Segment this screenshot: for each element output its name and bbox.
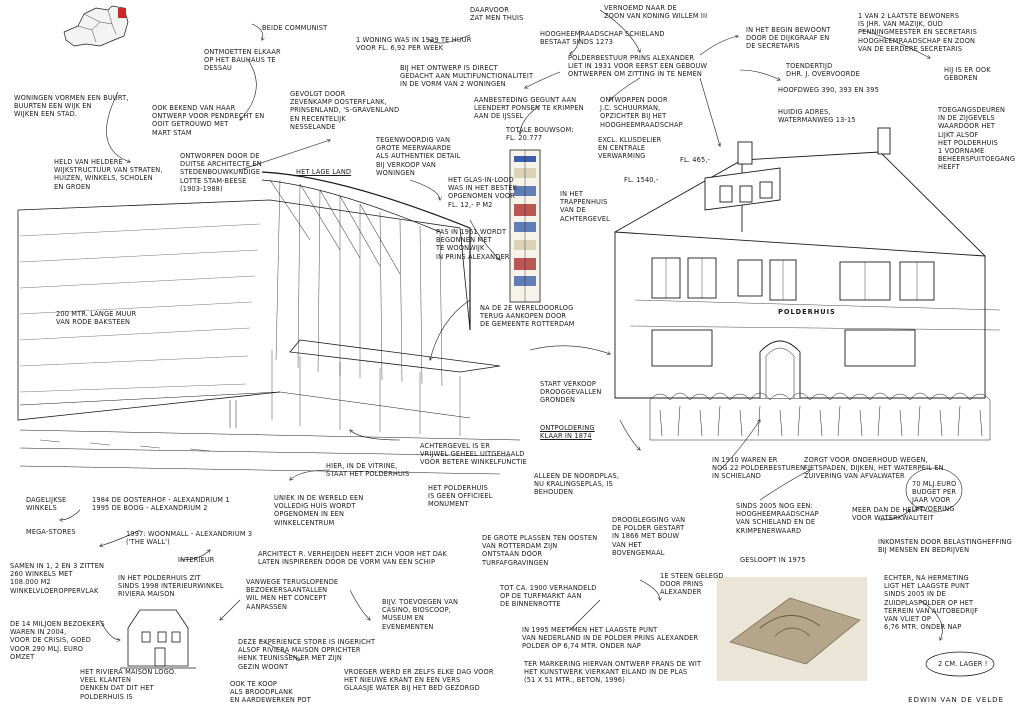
note-alexandrium-1-2: 1984 DE OOSTERHOF - ALEXANDRIUM 1 1995 D… [92, 496, 230, 513]
note-geen-monument: HET POLDERHUIS IS GEEN OFFICIEEL MONUMEN… [428, 484, 493, 509]
note-rent-1939: 1 WONING WAS IN 1939 TE HUUR VOOR FL. 6,… [356, 36, 472, 53]
note-kralingseplas: ALLEEN DE NOORDPLAS, NU KRALINGSEPLAS, I… [534, 472, 620, 497]
note-lotte-stam-beese: ONTWORPEN DOOR DE DUITSE ARCHITECTE EN S… [180, 152, 262, 193]
note-broodplank: OOK TE KOOP ALS BROODPLANK EN AARDEWERKE… [230, 680, 311, 705]
note-interieur: INTERIEUR [178, 556, 215, 564]
note-dagelijkse-winkels: DAGELIJKSE WINKELS [26, 496, 67, 513]
note-mega-stores: MEGA-STORES [26, 528, 76, 536]
note-hoofdweg: HOOFDWEG 390, 393 EN 395 [778, 86, 879, 94]
note-alexandrium-3: 1997: WOONMALL - ALEXANDRIUM 3 ('THE WAL… [126, 530, 253, 547]
sculpture-photo [717, 577, 867, 681]
note-experience-store: DEZE EXPERIENCE STORE IS INGERICHT ALSOF… [238, 638, 376, 671]
note-belasting: INKOMSTEN DOOR BELASTINGHEFFING BIJ MENS… [878, 538, 1012, 555]
note-riviera-maison: IN HET POLDERHUIS ZIT SINDS 1998 INTERIE… [118, 574, 224, 599]
note-14-miljoen: DE 14 MILJOEN BEZOEKERS WAREN IN 2004, V… [10, 620, 105, 661]
note-trappenhuis: IN HET TRAPPENHUIS VAN DE ACHTERGEVEL [560, 190, 611, 223]
note-logo: HET RIVIERA MAISON LOGO. VEEL KLANTEN DE… [80, 668, 177, 701]
stained-glass-sketch [509, 149, 541, 303]
note-buurt-wijk-stad: WONINGEN VORMEN EEN BUURT, BUURTEN EEN W… [14, 94, 129, 119]
locator-map [63, 5, 129, 47]
note-last-residents: 1 VAN 2 LAATSTE BEWONERS IS JHR. VAN MAZ… [858, 12, 977, 53]
note-ontpoldering: ONTPOLDERING KLAAR IN 1874 [540, 424, 595, 441]
note-excl: EXCL. KLUSDELIER EN CENTRALE VERWARMING [598, 136, 662, 161]
note-22-polderbesturen: IN 1910 WAREN ER NOG 22 POLDERBESTUREN I… [712, 456, 806, 481]
note-dijkgraaf: IN HET BEGIN BEWOONT DOOR DE DIJKGRAAF E… [746, 26, 831, 51]
location-marker [118, 8, 126, 18]
note-schuurman: ONTWORPEN DOOR J.C. SCHUURMAN, OPZICHTER… [600, 96, 683, 129]
note-lage-land: HET LAGE LAND [296, 168, 352, 176]
note-start-verkoop: START VERKOOP DROOGGEVALLEN GRONDEN [540, 380, 602, 405]
note-overvoorde: TOENDERTIJD DHR. J. OVERVOORDE [786, 62, 860, 79]
note-ww2: NA DE 2E WERELDOORLOG TERUG AANKOPEN DOO… [480, 304, 575, 329]
note-pendrecht: OOK BEKEND VAN HAAR ONTWERP VOOR PENDREC… [152, 104, 265, 137]
alexandrium-sketch [17, 171, 521, 475]
note-laagste-punt: IN 1995 MEET MEN HET LAAGSTE PUNT VAN NE… [522, 626, 699, 651]
note-uniek: UNIEK IN DE WERELD EEN VOLLEDIG HUIS WOR… [274, 494, 364, 527]
note-gesloopt: GESLOOPT IN 1975 [740, 556, 806, 564]
note-vierkant-eiland: TER MARKERING HIERVAN ONTWERP FRANS DE W… [524, 660, 702, 685]
note-glas-in-lood: HET GLAS-IN-LOOD WAS IN HET BESTEK OPGEN… [448, 176, 518, 209]
note-turfafgravingen: DE GROTE PLASSEN TEN OOSTEN VAN ROTTERDA… [482, 534, 598, 567]
note-70-mlj: 70 MLJ.EURO BUDGET PER JAAR VOOR UITVOER… [912, 480, 957, 513]
note-turfmarkt: TOT CA. 1900 VERHANDELD OP DE TURFMARKT … [500, 584, 597, 609]
note-fl-465: FL. 465,- [680, 156, 711, 164]
note-aanbesteding: AANBESTEDING GEGUNT AAN LEENDERT PONSEN … [474, 96, 584, 121]
note-achtergevel: ACHTERGEVEL IS ER VRIJWEL GEHEEL UITGEHA… [420, 442, 527, 467]
riviera-maison-logo-sketch [120, 609, 196, 669]
note-zuidplaspolder: ECHTER, NA HERMETING LIGT HET LAAGSTE PU… [884, 574, 979, 632]
note-polderbestuur-1931: POLDERBESTUUR PRINS ALEXANDER LIET IN 19… [568, 54, 708, 79]
house-sign: POLDERHUIS [778, 308, 836, 316]
note-wijkstructuur: HELD VAN HELDERE WIJKSTRUCTUUR VAN STRAT… [54, 158, 163, 191]
signature: EDWIN VAN DE VELDE [908, 696, 1004, 704]
note-geboren: HIJ IS ER OOK GEBOREN [944, 66, 991, 83]
note-zevenkamp: GEVOLGT DOOR ZEVENKAMP OOSTERFLANK, PRIN… [290, 90, 400, 131]
note-daarvoor: DAARVOOR ZAT MEN THUIS [470, 6, 524, 23]
note-1961: PAS IN 1961 WORDT BEGONNEN MET TE WOONWI… [436, 228, 510, 261]
note-onderhoud: ZORGT VOOR ONDERHOUD WEGEN, FIETSPADEN, … [804, 456, 944, 481]
note-meerwaarde: TEGENWOORDIG VAN GROTE MEERWAARDE ALS AU… [376, 136, 461, 177]
note-teruglopend: VANWEGE TERUGLOPENDE BEZOEKERSAANTALLEN … [246, 578, 339, 611]
note-casino: BIJV. TOEVOEGEN VAN CASINO, BIOSCOOP, MU… [382, 598, 459, 631]
note-bauhaus: ONTMOETTEN ELKAAR OP HET BAUHAUS TE DESS… [204, 48, 281, 73]
note-2cm-lager: 2 CM. LAGER ! [938, 660, 988, 668]
note-hoogheemraadschap-1273: HOOGHEEMRAADSCHAP SCHIELAND BESTAAT SIND… [540, 30, 665, 47]
hedge-sketch [649, 392, 991, 441]
note-muur: 200 MTR. LANGE MUUR VAN RODE BAKSTEEN [56, 310, 137, 327]
note-fl-1540: FL. 1540,- [624, 176, 659, 184]
note-drooglegging: DROOGLEGGING VAN DE POLDER GESTART IN 18… [612, 516, 686, 557]
note-krant: VROEGER WERD ER ZELFS ELKE DAG VOOR HET … [344, 668, 494, 693]
note-communist: BEIDE COMMUNIST [262, 24, 328, 32]
note-watermanweg: HUIDIG ADRES, WATERMANWEG 13-15 [778, 108, 856, 125]
note-verheijden: ARCHITECT R. VERHEIJDEN HEEFT ZICH VOOR … [258, 550, 448, 567]
note-waterkwaliteit: MEER DAN DE HELFT VOOR WATERKWALITEIT [852, 506, 934, 523]
note-vernoemd: VERNOEMD NAAR DE ZOON VAN KONING WILLEM … [604, 4, 708, 21]
note-260-winkels: SAMEN IN 1, 2 EN 3 ZITTEN 260 WINKELS ME… [10, 562, 105, 595]
note-bouwsom: TOTALE BOUWSOM: FL. 20.777 [506, 126, 574, 143]
note-2005: SINDS 2005 NOG EEN: HOOGHEEMRAADSCHAP VA… [736, 502, 819, 535]
note-vitrine: HIER, IN DE VITRINE, STAAT HET POLDERHUI… [326, 462, 410, 479]
polderhuis-sketch [614, 127, 1001, 399]
note-toegangsdeuren: TOEGANGSDEUREN IN DE ZIJGEVELS WAARDOOR … [938, 106, 1016, 172]
note-multifunctional: BIJ HET ONTWERP IS DIRECT GEDACHT AAN MU… [400, 64, 534, 89]
note-1e-steen: 1E STEEN GELEGD DOOR PRINS ALEXANDER [660, 572, 724, 597]
